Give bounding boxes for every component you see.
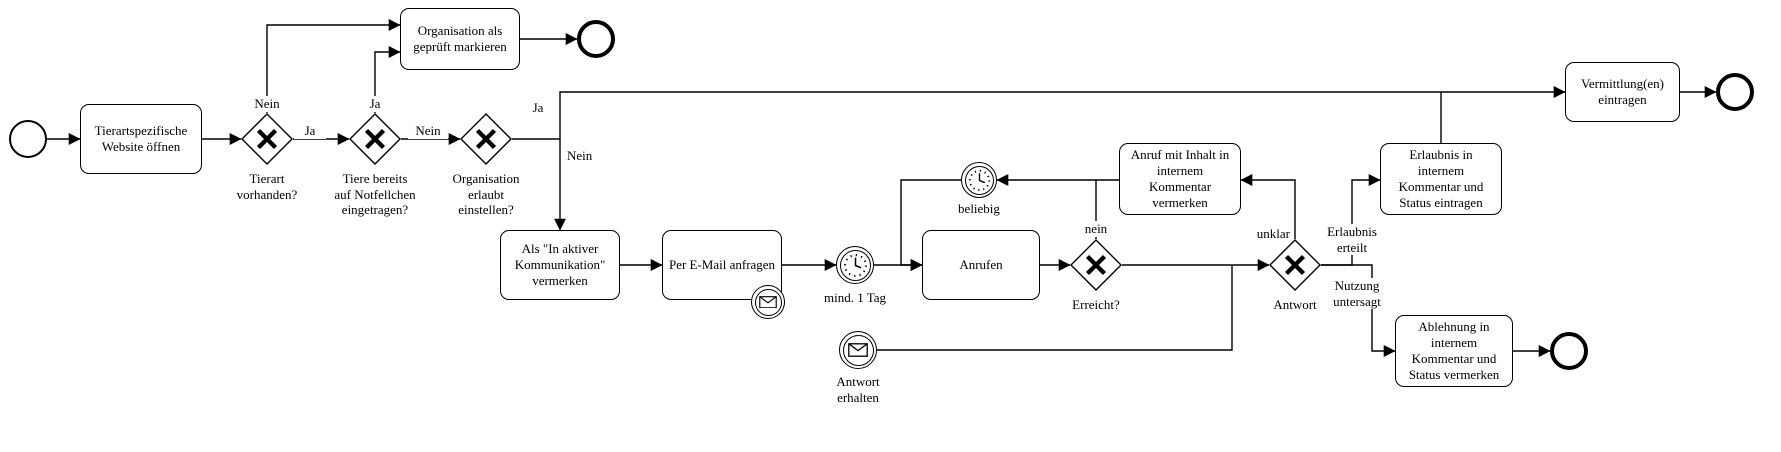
edge-label-allowed-ja: Ja bbox=[521, 100, 555, 116]
task-note-rejection[interactable]: Ablehnung in internem Kommentar und Stat… bbox=[1395, 315, 1513, 387]
timer-event-any[interactable] bbox=[961, 162, 997, 198]
edge-label-answer-unklar: unklar bbox=[1243, 226, 1291, 242]
gateway-label-answer: Antwort bbox=[1255, 297, 1335, 313]
gateway-label-species-available: Tierart vorhanden? bbox=[222, 171, 312, 203]
edge-label-species-ja: Ja bbox=[294, 123, 326, 139]
xor-marker-icon bbox=[475, 128, 497, 150]
edge-label-species-nein: Nein bbox=[247, 96, 287, 112]
gateway-reached[interactable] bbox=[1070, 239, 1122, 291]
flow-species-nein-to-mark-verified bbox=[266, 19, 401, 113]
task-call[interactable]: Anrufen bbox=[922, 230, 1040, 300]
start-event[interactable] bbox=[9, 120, 47, 158]
flow-timer-any-to-call bbox=[900, 179, 961, 271]
gateway-species-available[interactable] bbox=[241, 113, 293, 165]
gateway-label-already-listed: Tiere bereits auf Notfellchen eingetrage… bbox=[325, 171, 425, 218]
edge-label-allowed-nein: Nein bbox=[566, 148, 606, 164]
task-note-call-in-comment[interactable]: Anruf mit Inhalt in internem Kommentar v… bbox=[1119, 143, 1241, 215]
end-event-right[interactable] bbox=[1716, 73, 1754, 111]
timer-event-min-one-day[interactable] bbox=[836, 246, 874, 284]
envelope-icon bbox=[759, 296, 777, 309]
task-enter-permission[interactable]: Erlaubnis in internem Kommentar und Stat… bbox=[1380, 143, 1502, 215]
edge-label-answer-permission: Erlaubnis erteilt bbox=[1322, 224, 1382, 256]
flow-answer-unklar-to-note-call bbox=[1240, 174, 1296, 239]
flow-answer-received-join bbox=[877, 266, 1233, 351]
end-event-bottom[interactable] bbox=[1550, 332, 1588, 370]
task-enter-placements[interactable]: Vermittlung(en) eintragen bbox=[1565, 62, 1680, 122]
task-open-website[interactable]: Tierartspezifische Website öffnen bbox=[80, 104, 202, 174]
edge-label-listed-ja: Ja bbox=[355, 96, 395, 112]
clock-icon bbox=[967, 168, 992, 193]
event-label-timer-any: beliebig bbox=[939, 201, 1019, 217]
flow-allowed-ja-to-placements bbox=[512, 86, 1566, 140]
event-label-answer-received: Antwort erhalten bbox=[818, 374, 898, 406]
xor-marker-icon bbox=[256, 128, 278, 150]
edge-label-listed-nein: Nein bbox=[408, 123, 448, 139]
gateway-label-reached: Erreicht? bbox=[1056, 297, 1136, 313]
message-event-answer-received[interactable] bbox=[839, 331, 877, 369]
event-label-timer-min-one-day: mind. 1 Tag bbox=[815, 290, 895, 306]
xor-marker-icon bbox=[1284, 254, 1306, 276]
gateway-posting-allowed[interactable] bbox=[460, 113, 512, 165]
xor-marker-icon bbox=[1085, 254, 1107, 276]
task-mark-verified[interactable]: Organisation als geprüft markieren bbox=[400, 8, 520, 70]
edge-label-answer-prohibited: Nutzung untersagt bbox=[1327, 278, 1387, 310]
envelope-icon bbox=[848, 343, 868, 357]
xor-marker-icon bbox=[364, 128, 386, 150]
flow-listed-ja-to-mark-verified bbox=[374, 46, 401, 113]
task-mark-active-communication[interactable]: Als "In aktiver Kommunikation" vermerken bbox=[500, 230, 620, 300]
boundary-message-event-email[interactable] bbox=[751, 285, 785, 319]
gateway-label-posting-allowed: Organisation erlaubt einstellen? bbox=[436, 171, 536, 218]
clock-icon bbox=[842, 252, 869, 279]
edge-label-reached-nein: nein bbox=[1076, 221, 1116, 237]
gateway-answer[interactable] bbox=[1269, 239, 1321, 291]
gateway-already-listed[interactable] bbox=[349, 113, 401, 165]
end-event-top[interactable] bbox=[577, 20, 615, 58]
